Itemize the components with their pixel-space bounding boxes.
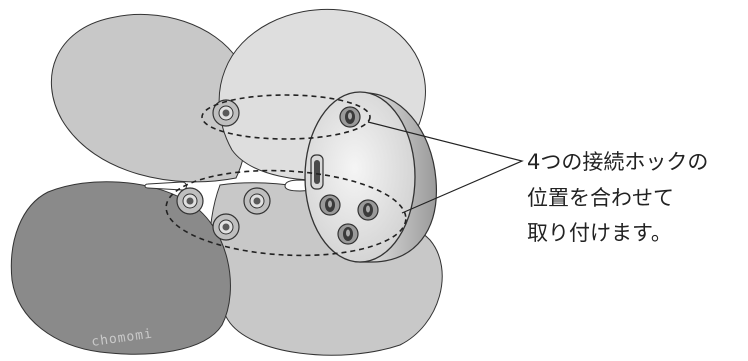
callout-text: 4つの接続ホックの 位置を合わせて 取り付けます。: [527, 150, 708, 245]
pad-lower-left-lobe: [10, 181, 231, 355]
massage-unit: [304, 91, 438, 263]
highlight-ellipse-upper: [201, 94, 371, 140]
pad-slit-left: [144, 181, 187, 191]
pad-snap-buttons: [176, 99, 271, 241]
callout-line-2: 位置を合わせて: [527, 186, 674, 210]
callout-line-3: 取り付けます。: [527, 221, 672, 245]
pad-snap-bottom: [212, 213, 240, 241]
unit-snap-right: [357, 199, 379, 221]
unit-snap-bottom: [337, 223, 359, 245]
massage-pad: chomomi: [10, 8, 443, 356]
massage-unit-face: [304, 91, 416, 263]
unit-snap-left: [319, 194, 341, 216]
unit-port-connector: [310, 154, 324, 190]
highlight-ellipse-lower: [165, 169, 407, 257]
callout-leader-lines: [367, 121, 524, 214]
pad-snap-right: [243, 187, 271, 215]
pad-snap-upper: [212, 99, 240, 127]
unit-snap-top: [339, 106, 361, 128]
callout-line-1: 4つの接続ホックの: [527, 150, 708, 174]
pad-snap-left: [176, 187, 204, 215]
